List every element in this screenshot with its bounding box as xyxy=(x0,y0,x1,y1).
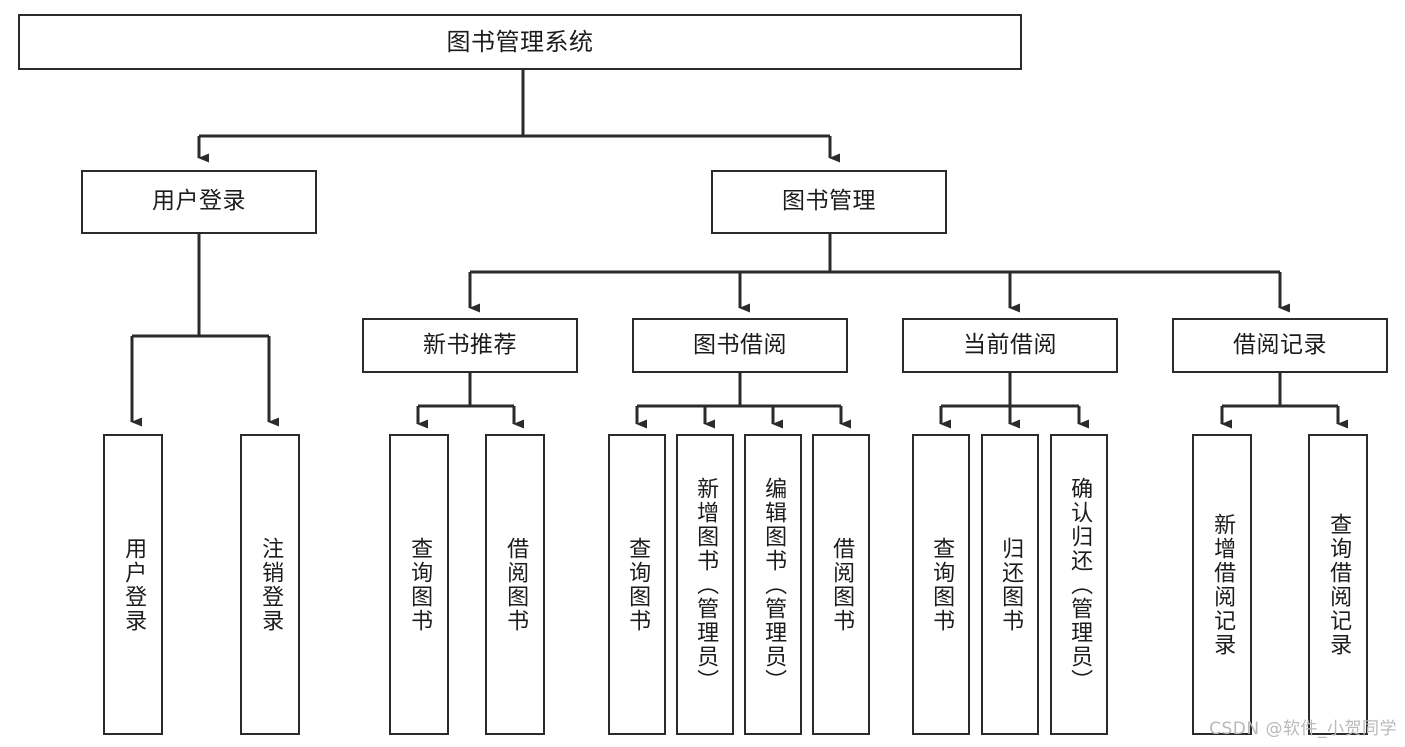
node-leaf-user-login-label: 用户登录 xyxy=(121,536,147,633)
node-leaf-record-add[interactable]: 新增借阅记录 xyxy=(1192,434,1252,735)
node-leaf-record-query-label: 查询借阅记录 xyxy=(1326,512,1352,657)
node-leaf-newbook-query-label: 查询图书 xyxy=(407,536,433,633)
node-borrow-record-label: 借阅记录 xyxy=(1233,331,1327,358)
node-borrow-record[interactable]: 借阅记录 xyxy=(1172,318,1388,373)
node-user-login[interactable]: 用户登录 xyxy=(81,170,317,234)
node-leaf-record-query[interactable]: 查询借阅记录 xyxy=(1308,434,1368,735)
node-leaf-current-return-label: 归还图书 xyxy=(998,536,1024,633)
node-book-borrow-label: 图书借阅 xyxy=(693,331,787,358)
node-leaf-borrow-edit[interactable]: 编辑图书（管理员） xyxy=(744,434,802,735)
node-leaf-borrow-query-label: 查询图书 xyxy=(625,536,651,633)
node-book-manage-label: 图书管理 xyxy=(782,188,876,215)
node-current-borrow-label: 当前借阅 xyxy=(963,331,1057,358)
node-leaf-record-add-label: 新增借阅记录 xyxy=(1210,512,1236,657)
node-leaf-current-confirm[interactable]: 确认归还（管理员） xyxy=(1050,434,1108,735)
node-leaf-current-return[interactable]: 归还图书 xyxy=(981,434,1039,735)
node-leaf-borrow-add-label: 新增图书（管理员） xyxy=(693,476,719,693)
node-new-book-label: 新书推荐 xyxy=(423,331,517,358)
node-user-login-label: 用户登录 xyxy=(152,188,246,215)
node-leaf-newbook-query[interactable]: 查询图书 xyxy=(389,434,449,735)
node-leaf-borrow-edit-label: 编辑图书（管理员） xyxy=(761,476,787,693)
node-current-borrow[interactable]: 当前借阅 xyxy=(902,318,1118,373)
node-leaf-current-query-label: 查询图书 xyxy=(929,536,955,633)
node-leaf-current-query[interactable]: 查询图书 xyxy=(912,434,970,735)
node-leaf-user-login[interactable]: 用户登录 xyxy=(103,434,163,735)
node-leaf-borrow-book-label: 借阅图书 xyxy=(829,536,855,633)
node-leaf-logout-label: 注销登录 xyxy=(258,536,284,633)
node-book-borrow[interactable]: 图书借阅 xyxy=(632,318,848,373)
node-leaf-borrow-query[interactable]: 查询图书 xyxy=(608,434,666,735)
node-leaf-newbook-borrow-label: 借阅图书 xyxy=(503,536,529,633)
node-leaf-borrow-add[interactable]: 新增图书（管理员） xyxy=(676,434,734,735)
node-leaf-newbook-borrow[interactable]: 借阅图书 xyxy=(485,434,545,735)
node-root-label: 图书管理系统 xyxy=(446,27,594,56)
node-leaf-borrow-book[interactable]: 借阅图书 xyxy=(812,434,870,735)
node-leaf-current-confirm-label: 确认归还（管理员） xyxy=(1067,476,1093,693)
node-new-book[interactable]: 新书推荐 xyxy=(362,318,578,373)
node-leaf-logout[interactable]: 注销登录 xyxy=(240,434,300,735)
node-root[interactable]: 图书管理系统 xyxy=(18,14,1022,70)
node-book-manage[interactable]: 图书管理 xyxy=(711,170,947,234)
